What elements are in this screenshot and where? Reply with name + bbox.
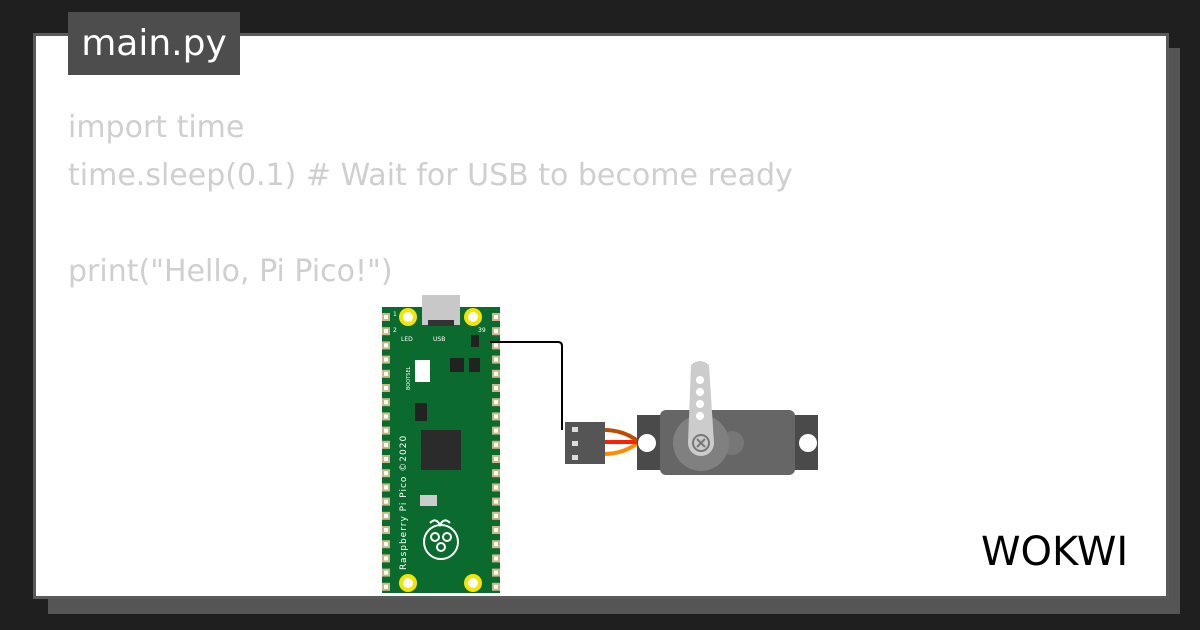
gpio-pin-hole [384,343,388,348]
gpio-pin-hole [384,542,388,547]
gpio-pin-hole [494,386,498,390]
code-line: import time [68,110,245,145]
gpio-pin-hole [384,400,388,405]
pin-label: 1 [393,311,397,318]
gpio-pin-hole [494,556,498,561]
gpio-pin-hole [494,343,498,348]
gpio-pin-hole [384,471,388,476]
gpio-pin-hole [494,542,498,547]
gpio-pin-hole [494,485,498,490]
gpio-pin-hole [494,329,498,334]
gpio-pin-hole [384,457,388,461]
gpio-pin-hole [384,315,388,319]
gpio-pin-hole [384,371,388,376]
rp2040-chip [421,430,461,470]
mount-hole [464,308,482,326]
mount-hole [399,574,417,592]
gpio-pin-hole [494,400,498,405]
raspberry-logo [423,519,459,560]
gpio-pin-hole [494,513,498,518]
gpio-pin-hole [384,528,388,532]
pi-pico-board[interactable]: LED USB 2 1 39 BOOTSEL Raspberry Pi Pico… [382,295,500,593]
gpio-pin-hole [384,414,388,419]
gpio-pin-hole [494,428,498,433]
mount-hole [399,308,417,326]
gpio-pin-hole [384,584,388,589]
gpio-pin-hole [384,442,388,447]
servo[interactable] [565,361,818,475]
gpio-pin-hole [494,499,498,504]
gpio-pin-hole [494,357,498,362]
signal-wire [490,341,563,430]
mount-hole [464,574,482,592]
gpio-pin-hole [384,556,388,561]
gpio-pin-hole [494,457,498,461]
servo-connector [565,422,605,464]
circuit-group: LED USB 2 1 39 BOOTSEL Raspberry Pi Pico… [382,295,818,593]
code-line: time.sleep(0.1) # Wait for USB to become… [68,158,793,193]
servo-wire [603,428,641,444]
gpio-pin-hole [494,414,498,419]
wokwi-logo: WOKWI [981,529,1128,575]
bootsel-button[interactable] [415,360,430,382]
gpio-pin-hole [384,428,388,433]
gpio-pin-hole [494,315,498,319]
gpio-pin-hole [384,386,388,390]
board-name: Raspberry Pi Pico ©2020 [399,435,409,570]
code-text: import time time.sleep(0.1) # Wait for US… [68,104,793,296]
pin-label: 2 [393,327,397,334]
gpio-pin-hole [384,485,388,490]
gpio-pin-hole [494,528,498,532]
gpio-pin-hole [494,584,498,589]
pin-label: 39 [478,327,486,334]
gpio-pin-hole [494,471,498,476]
gpio-pin-hole [384,499,388,504]
gpio-pin-hole [384,513,388,518]
filename-tab[interactable]: main.py [68,12,240,75]
gpio-pin-hole [384,570,388,575]
gpio-pin-hole [384,329,388,334]
usb-label: USB [433,336,445,343]
bootsel-label: BOOTSEL [406,366,412,390]
gpio-pin-hole [494,371,498,376]
led-label: LED [401,336,413,343]
code-line: print("Hello, Pi Pico!") [68,254,393,289]
gpio-pin-hole [384,357,388,362]
logo-text: WOKWI [981,529,1128,575]
gpio-pin-hole [494,570,498,575]
gpio-pin-hole [494,442,498,447]
preview-card [33,33,1169,599]
